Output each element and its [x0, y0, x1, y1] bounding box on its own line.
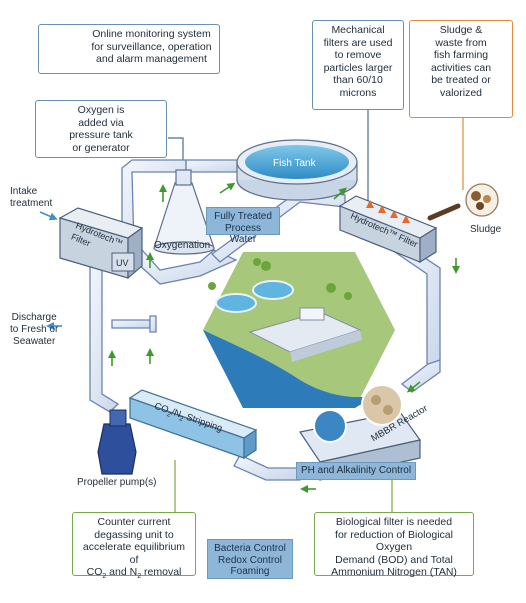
biological-filter-callout: Biological filter is needed for reductio… — [314, 512, 474, 578]
degassing-line-1: Counter current — [97, 516, 171, 528]
stripping-unit — [128, 389, 258, 460]
facility-illustration — [203, 252, 395, 408]
sludge-outlet — [427, 183, 499, 221]
monitoring-callout: Online monitoring system for surveillanc… — [38, 24, 220, 74]
mechanical-filter-callout: Mechanical filters are used to remove pa… — [312, 20, 404, 110]
uv-label: UV — [116, 258, 129, 268]
propeller-pump-label: Propeller pump(s) — [77, 477, 157, 488]
degassing-line-4: CO2 and N2 removal — [86, 566, 182, 581]
fish-tank-label: Fish Tank — [273, 158, 316, 169]
degassing-line-2: degassing unit to — [94, 528, 174, 541]
discharge-label: Discharge to Fresh or Seawater — [10, 312, 59, 347]
sludge-label: Sludge — [470, 224, 502, 235]
flow-arrows — [108, 182, 460, 493]
degassing-callout: Counter current degassing unit to accele… — [72, 512, 196, 580]
oxygenation-cone — [153, 169, 215, 255]
intake-and-discharge-arrows — [39, 211, 62, 330]
sludge-callout: Sludge & waste from fish farming activit… — [409, 20, 513, 118]
process-water-box: Fully Treated Process Water — [206, 207, 280, 245]
propeller-pump — [97, 409, 137, 475]
intake-label: Intake treatment — [10, 186, 53, 209]
bacteria-control-box: Bacteria Control Redox Control Foaming — [207, 539, 293, 579]
right-hydrotech-filter — [338, 195, 438, 264]
oxygenation-label: Oxygenation — [154, 240, 211, 251]
fish-tank — [236, 139, 358, 201]
ph-control-label: PH and Alkalinity Control — [296, 462, 417, 480]
degassing-line-3: accelerate equilibrium of — [82, 541, 186, 566]
left-hydrotech-filter — [58, 207, 144, 280]
oxygen-callout: Oxygen is added via pressure tank or gen… — [35, 100, 167, 158]
